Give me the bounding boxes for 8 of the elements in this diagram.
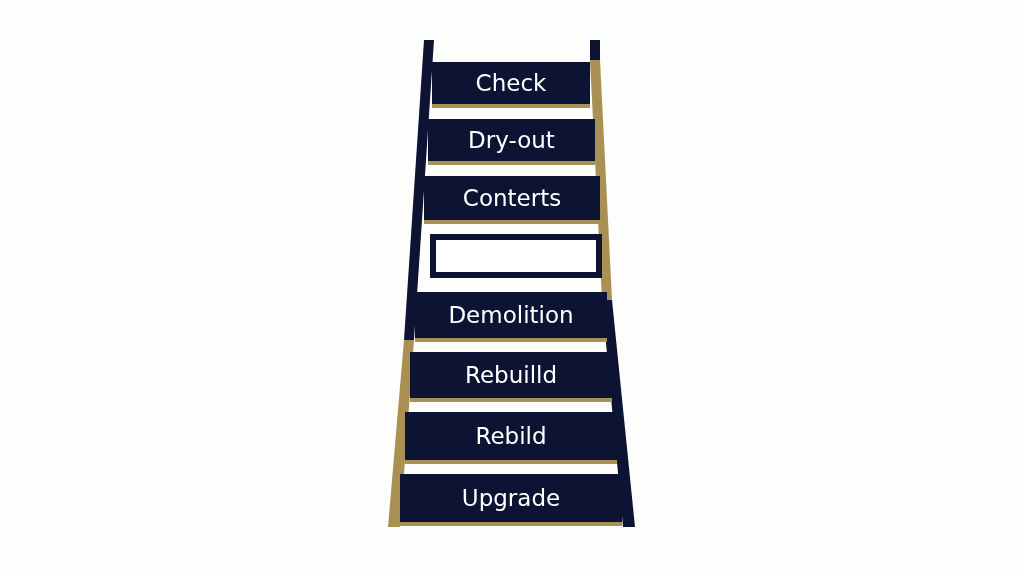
ladder-rung-label: Rebild [405,412,617,464]
ladder-rung-label: Dry-out [428,119,595,165]
ladder-rung-label: Demolition [415,292,607,342]
blank-rung-box [430,234,602,278]
ladder-rung-label: Upgrade [400,474,622,526]
ladder-rung-label: Conterts [424,176,600,224]
ladder-rung-label: Check [432,62,590,108]
ladder-rung-label: Rebuilld [410,352,612,402]
